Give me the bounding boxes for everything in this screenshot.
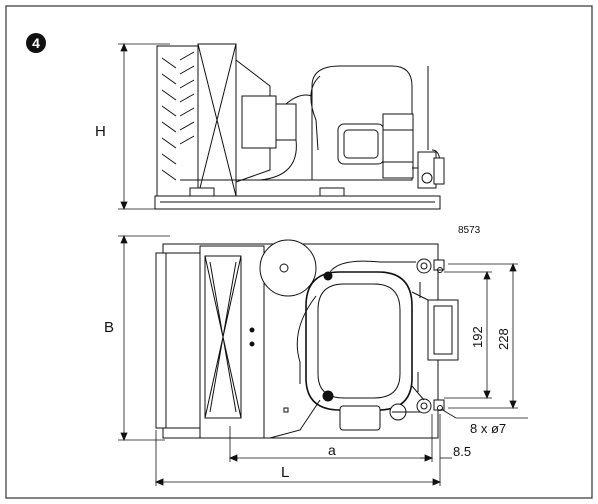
dimension-a bbox=[228, 426, 434, 462]
dimension-a-label: a bbox=[328, 442, 336, 458]
drawing-frame bbox=[5, 5, 593, 499]
figure-badge-number: 4 bbox=[32, 35, 40, 51]
dimension-offset-label: 8.5 bbox=[453, 444, 471, 459]
dimension-228-label: 228 bbox=[496, 328, 511, 350]
holes-leader bbox=[440, 408, 457, 419]
top-service-valve-upper bbox=[416, 258, 445, 274]
dimension-holes-label: 8 x ø7 bbox=[470, 421, 506, 436]
side-view bbox=[154, 43, 445, 210]
top-tubing bbox=[269, 260, 429, 439]
dimension-width-label: B bbox=[104, 319, 114, 336]
top-condenser bbox=[155, 252, 202, 429]
dimension-228 bbox=[448, 262, 518, 410]
top-receiver bbox=[427, 299, 459, 361]
dimension-height bbox=[118, 42, 170, 211]
drawing-code: 8573 bbox=[458, 225, 481, 236]
dimension-height-label: H bbox=[95, 123, 106, 140]
dimension-length-label: L bbox=[281, 464, 289, 481]
top-fan-blades bbox=[204, 255, 242, 419]
side-fan-motor bbox=[241, 95, 277, 149]
dimension-192-label: 192 bbox=[470, 326, 485, 348]
dimension-192 bbox=[444, 270, 492, 400]
side-condenser-fins bbox=[161, 51, 195, 181]
dimension-length bbox=[154, 430, 442, 486]
top-electrical-box bbox=[339, 405, 381, 431]
figure-badge: 4 bbox=[26, 33, 46, 53]
mounting-hole bbox=[437, 405, 443, 411]
top-view bbox=[155, 239, 459, 439]
dimension-width bbox=[118, 234, 170, 442]
side-condenser bbox=[156, 45, 206, 197]
side-electrical-box bbox=[382, 113, 414, 179]
